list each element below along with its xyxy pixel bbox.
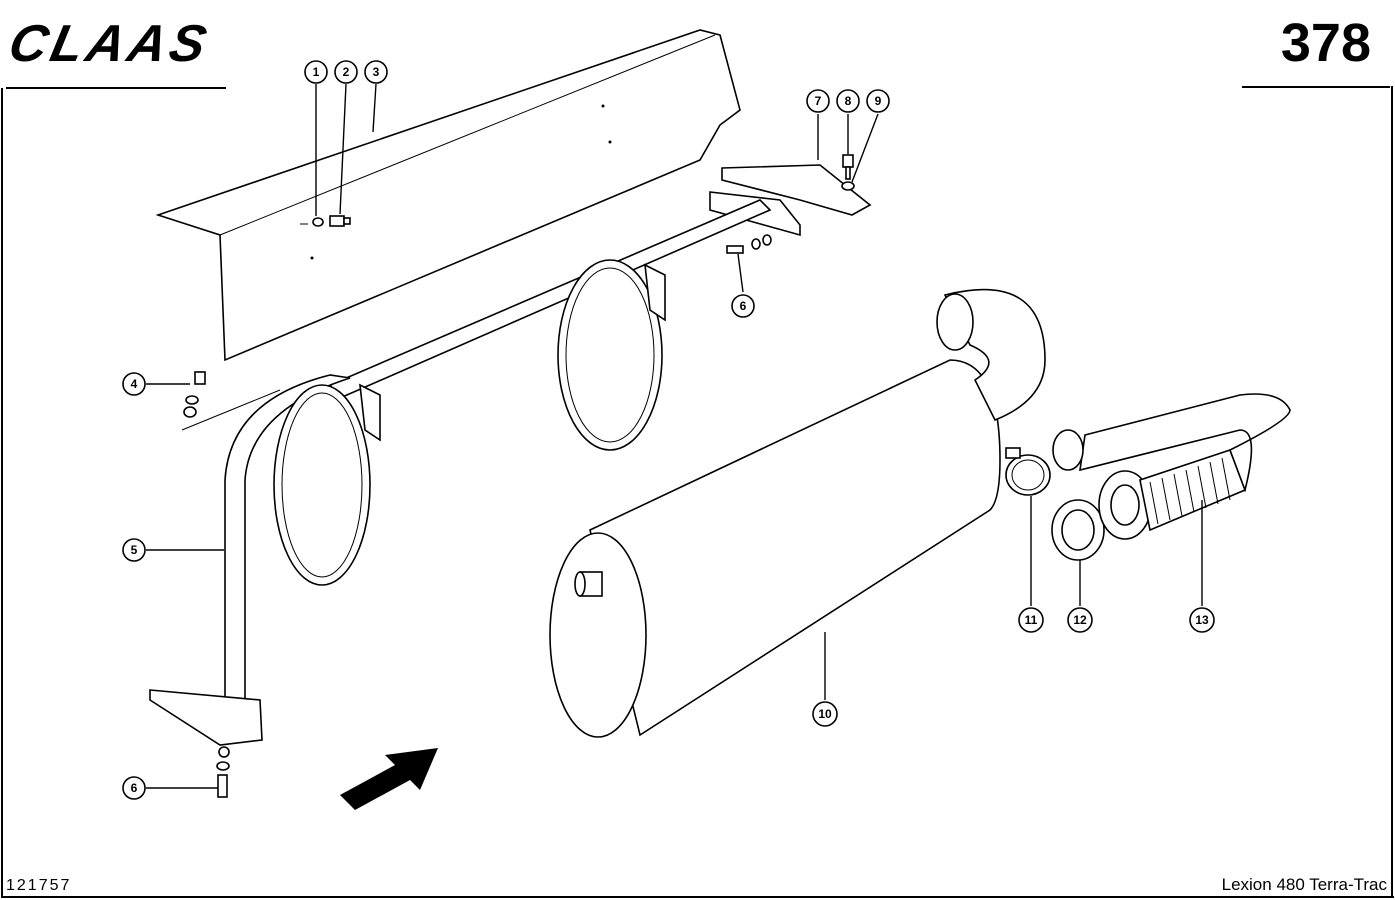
header-rule-right bbox=[1242, 86, 1390, 88]
callout-6-lower-label: 6 bbox=[131, 781, 138, 795]
callout-2-label: 2 bbox=[343, 65, 350, 79]
callout-8: 8 bbox=[836, 89, 860, 113]
callout-7: 7 bbox=[806, 89, 830, 113]
direction-arrow bbox=[340, 748, 438, 810]
frame-left-border bbox=[1, 88, 3, 898]
gasket-12 bbox=[1051, 499, 1105, 561]
inlet-elbow bbox=[936, 288, 1046, 422]
guard-plate bbox=[155, 29, 741, 362]
model-name: Lexion 480 Terra-Trac bbox=[1221, 875, 1387, 894]
header-rule-left bbox=[6, 87, 226, 89]
frame-bottom-border bbox=[1, 896, 1394, 898]
callout-13: 13 bbox=[1189, 607, 1215, 633]
muffler-10 bbox=[549, 359, 1001, 738]
strap-left bbox=[273, 383, 381, 586]
callout-6-upper-label: 6 bbox=[740, 299, 747, 313]
bolt-6-upper bbox=[726, 234, 772, 254]
callout-10-label: 10 bbox=[818, 707, 832, 721]
bolt-6-lower bbox=[216, 746, 230, 798]
washer-9 bbox=[841, 181, 855, 191]
bolt-4 bbox=[181, 371, 281, 431]
bolt-2 bbox=[329, 215, 351, 227]
callout-12: 12 bbox=[1067, 607, 1093, 633]
callout-9-label: 9 bbox=[875, 94, 882, 108]
frame-right-border bbox=[1391, 86, 1393, 898]
callout-12-label: 12 bbox=[1073, 613, 1087, 627]
drawing-number: 121757 bbox=[6, 877, 72, 894]
page-number: 378 bbox=[1280, 13, 1371, 73]
leader-lines bbox=[146, 83, 1203, 789]
callout-3-label: 3 bbox=[373, 65, 380, 79]
callout-11: 11 bbox=[1018, 607, 1044, 633]
hose-clamp-11 bbox=[1005, 447, 1051, 496]
bolt-8 bbox=[842, 154, 854, 180]
support-frame-5 bbox=[149, 374, 351, 746]
callout-9: 9 bbox=[866, 89, 890, 113]
callout-4: 4 bbox=[122, 372, 146, 396]
callout-11-label: 11 bbox=[1025, 613, 1038, 627]
callout-1: 1 bbox=[304, 60, 328, 84]
callout-3: 3 bbox=[364, 60, 388, 84]
callout-4-label: 4 bbox=[131, 377, 138, 391]
callout-10: 10 bbox=[812, 701, 838, 727]
callout-1-label: 1 bbox=[313, 65, 320, 79]
callout-5-label: 5 bbox=[131, 543, 138, 557]
callout-6-lower: 6 bbox=[122, 776, 146, 800]
callout-6-upper: 6 bbox=[731, 294, 755, 318]
callout-7-label: 7 bbox=[815, 94, 822, 108]
callout-8-label: 8 bbox=[845, 94, 852, 108]
callout-2: 2 bbox=[334, 60, 358, 84]
callout-13-label: 13 bbox=[1195, 613, 1209, 627]
washer-1 bbox=[300, 217, 324, 227]
flex-pipe-13 bbox=[1052, 393, 1291, 540]
strap-right bbox=[557, 259, 666, 451]
callout-5: 5 bbox=[122, 538, 146, 562]
